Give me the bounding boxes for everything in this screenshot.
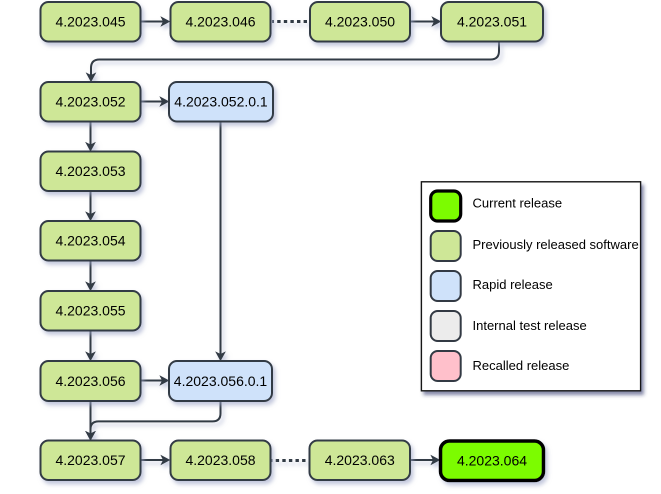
svg-text:Rapid release: Rapid release bbox=[473, 277, 553, 292]
svg-text:4.2023.051: 4.2023.051 bbox=[457, 14, 527, 30]
svg-text:4.2023.057: 4.2023.057 bbox=[55, 452, 125, 468]
svg-text:Recalled release: Recalled release bbox=[473, 358, 570, 373]
svg-text:4.2023.052.0.1: 4.2023.052.0.1 bbox=[174, 94, 268, 110]
svg-text:4.2023.045: 4.2023.045 bbox=[55, 14, 125, 30]
svg-text:4.2023.056: 4.2023.056 bbox=[55, 373, 125, 389]
svg-text:4.2023.063: 4.2023.063 bbox=[325, 452, 395, 468]
svg-text:4.2023.054: 4.2023.054 bbox=[55, 233, 125, 249]
svg-text:4.2023.055: 4.2023.055 bbox=[55, 303, 125, 319]
svg-text:4.2023.053: 4.2023.053 bbox=[55, 163, 125, 179]
svg-text:4.2023.046: 4.2023.046 bbox=[185, 14, 255, 30]
svg-text:4.2023.052: 4.2023.052 bbox=[55, 94, 125, 110]
svg-text:Current release: Current release bbox=[473, 195, 563, 210]
svg-text:4.2023.064: 4.2023.064 bbox=[457, 453, 527, 469]
svg-text:Previously released software: Previously released software bbox=[473, 237, 639, 252]
svg-text:4.2023.058: 4.2023.058 bbox=[185, 452, 255, 468]
svg-text:4.2023.050: 4.2023.050 bbox=[325, 14, 395, 30]
svg-text:4.2023.056.0.1: 4.2023.056.0.1 bbox=[174, 373, 268, 389]
svg-text:Internal test release: Internal test release bbox=[473, 318, 587, 333]
